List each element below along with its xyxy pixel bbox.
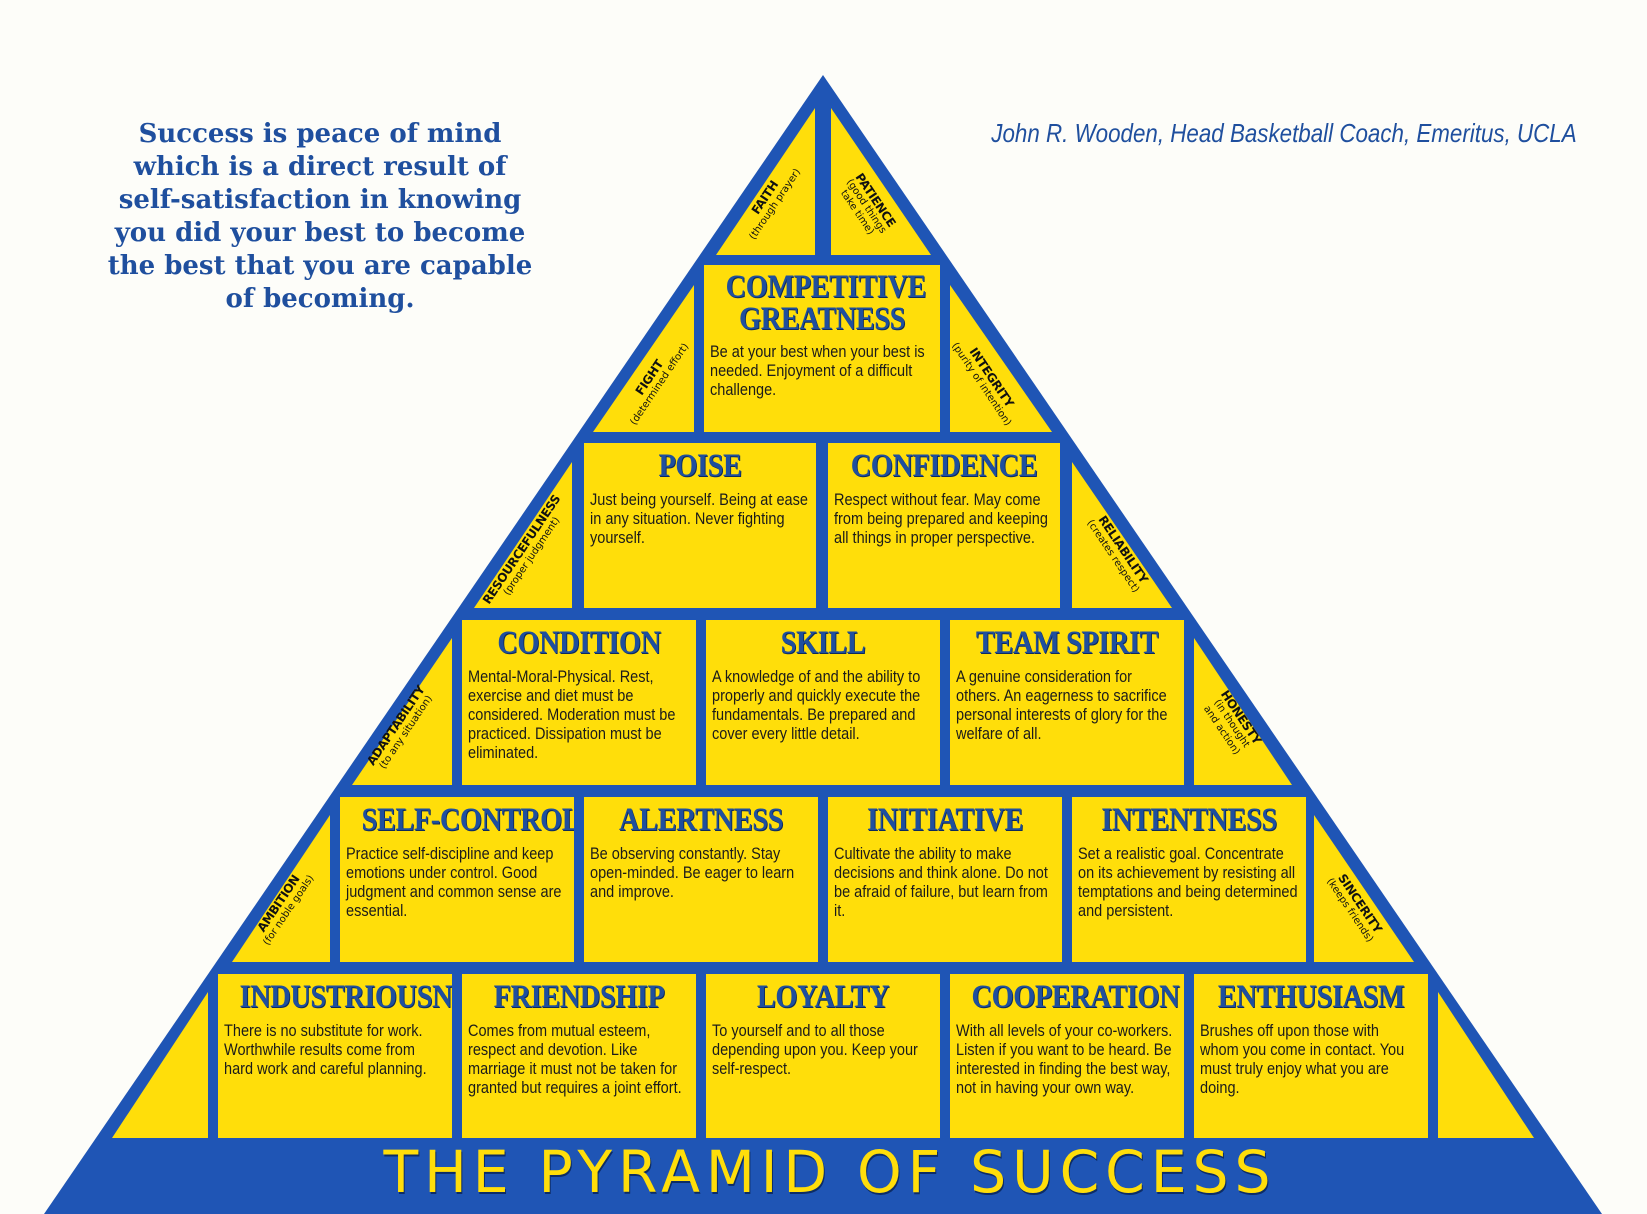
quote-line: self-satisfaction in knowing bbox=[118, 185, 522, 215]
block-title: INTENTNESS bbox=[1101, 802, 1277, 838]
block-intentness: INTENTNESS Set a realistic goal. Concent… bbox=[1072, 797, 1306, 962]
block-description: There is no substitute for work. Worthwh… bbox=[224, 1022, 427, 1078]
block-industriousness: INDUSTRIOUSNESS There is no substitute f… bbox=[218, 974, 452, 1138]
block-condition: CONDITION Mental-Moral-Physical. Rest, e… bbox=[462, 620, 696, 785]
row3-right-cell bbox=[1194, 638, 1292, 785]
row2-left-cell bbox=[474, 462, 572, 608]
block-title: CONFIDENCE bbox=[850, 448, 1038, 484]
quote-line: of becoming. bbox=[225, 284, 415, 314]
block-initiative: INITIATIVE Cultivate the ability to make… bbox=[828, 797, 1062, 962]
block-title: INITIATIVE bbox=[866, 802, 1024, 838]
block-loyalty: LOYALTY To yourself and to all those dep… bbox=[706, 974, 940, 1138]
row4-right-cell bbox=[1314, 815, 1414, 962]
block-description: A knowledge of and the ability to proper… bbox=[712, 668, 921, 743]
pyramid-title: THE PYRAMID OF SUCCESS bbox=[383, 1138, 1277, 1206]
block-enthusiasm: ENTHUSIASM Brushes off upon those with w… bbox=[1194, 974, 1428, 1138]
block-friendship: FRIENDSHIP Comes from mutual esteem, res… bbox=[462, 974, 696, 1138]
row4-left-cell bbox=[232, 815, 330, 962]
block-title: CONDITION bbox=[497, 625, 661, 661]
block-description: Mental-Moral-Physical. Rest, exercise an… bbox=[468, 668, 676, 762]
row2-right-cell bbox=[1072, 462, 1172, 608]
block-title: TEAM SPIRIT bbox=[975, 625, 1159, 661]
apex-left-cell bbox=[716, 108, 815, 255]
row3-left-cell bbox=[352, 638, 452, 785]
block-title: LOYALTY bbox=[756, 979, 890, 1015]
block-competitive-greatness: COMPETITIVE GREATNESS Be at your best wh… bbox=[704, 265, 940, 432]
quote-line: Success is peace of mind bbox=[138, 119, 502, 149]
block-title: INDUSTRIOUSNESS bbox=[239, 979, 452, 1015]
success-definition-quote: Success is peace of mind which is a dire… bbox=[70, 118, 570, 316]
block-poise: POISE Just being yourself. Being at ease… bbox=[584, 443, 816, 608]
quote-line: you did your best to become bbox=[114, 218, 526, 248]
block-cooperation: COOPERATION With all levels of your co-w… bbox=[950, 974, 1184, 1138]
quote-line: the best that you are capable bbox=[107, 251, 533, 281]
block-skill: SKILL A knowledge of and the ability to … bbox=[706, 620, 940, 785]
block-title: ENTHUSIASM bbox=[1217, 979, 1405, 1015]
block-title: COOPERATION bbox=[971, 979, 1180, 1015]
block-confidence: CONFIDENCE Respect without fear. May com… bbox=[828, 443, 1060, 608]
block-description: Be observing constantly. Stay open-minde… bbox=[590, 845, 795, 901]
row5-right-cell bbox=[1438, 992, 1534, 1138]
block-title: COMPETITIVE GREATNESS bbox=[725, 269, 927, 337]
block-description: Cultivate the ability to make decisions … bbox=[834, 845, 1048, 920]
block-description: A genuine consideration for others. An e… bbox=[956, 668, 1168, 743]
block-team-spirit: TEAM SPIRIT A genuine consideration for … bbox=[950, 620, 1184, 785]
author-attribution: John R. Wooden, Head Basketball Coach, E… bbox=[991, 118, 1577, 148]
block-alertness: ALERTNESS Be observing constantly. Stay … bbox=[584, 797, 818, 962]
block-description: Comes from mutual esteem, respect and de… bbox=[468, 1022, 682, 1097]
row1-right-cell bbox=[950, 285, 1052, 432]
block-description: With all levels of your co-workers. List… bbox=[956, 1022, 1173, 1097]
block-description: To yourself and to all those depending u… bbox=[712, 1022, 918, 1078]
block-description: Be at your best when your best is needed… bbox=[710, 343, 925, 399]
block-title: FRIENDSHIP bbox=[493, 979, 665, 1015]
block-description: Brushes off upon those with whom you com… bbox=[1200, 1022, 1405, 1097]
block-self-control: SELF-CONTROL Practice self-discipline an… bbox=[340, 797, 574, 962]
quote-line: which is a direct result of bbox=[133, 152, 507, 182]
block-description: Set a realistic goal. Concentrate on its… bbox=[1078, 845, 1298, 920]
apex-right-cell bbox=[831, 108, 931, 255]
block-description: Respect without fear. May come from bein… bbox=[834, 491, 1048, 547]
block-description: Just being yourself. Being at ease in an… bbox=[590, 491, 808, 547]
block-title: ALERTNESS bbox=[619, 802, 783, 838]
block-title: SELF-CONTROL bbox=[361, 802, 574, 838]
block-description: Practice self-discipline and keep emotio… bbox=[346, 845, 562, 920]
block-title: SKILL bbox=[780, 625, 866, 661]
block-title: POISE bbox=[658, 448, 742, 484]
row5-left-cell bbox=[112, 992, 208, 1138]
row1-left-cell bbox=[593, 285, 694, 432]
